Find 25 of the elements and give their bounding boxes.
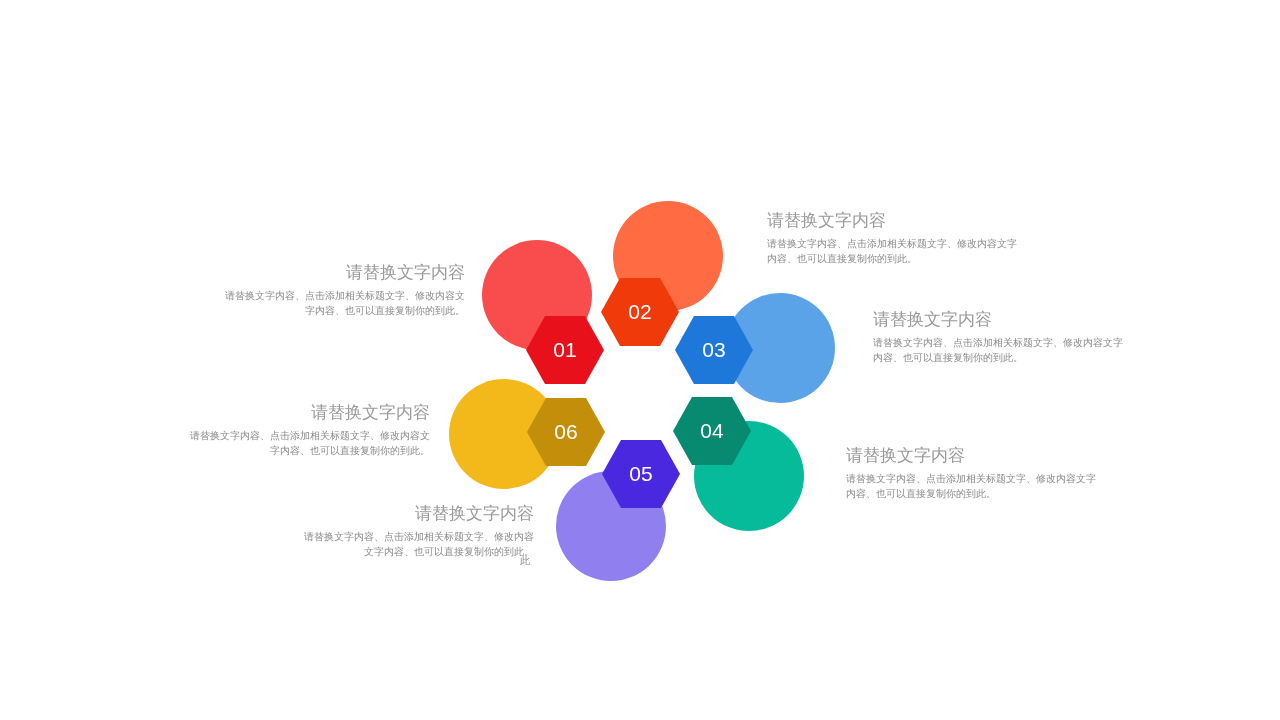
step-number: 01 <box>552 337 578 363</box>
item-heading: 请替换文字内容 <box>414 502 534 525</box>
item-description: 请替换文字内容、点击添加相关标题文字、修改内容文字内容、也可以直接复制你的到此。 <box>846 472 1096 501</box>
step-number: 05 <box>628 461 654 487</box>
hexagon-badge <box>526 316 604 384</box>
step-number: 06 <box>553 419 579 445</box>
item-heading: 请替换文字内容 <box>345 261 465 284</box>
step-number: 02 <box>627 299 653 325</box>
step-number: 03 <box>701 337 727 363</box>
hexagon-badge <box>675 316 753 384</box>
hexagon-badge <box>527 398 605 466</box>
item-heading: 请替换文字内容 <box>873 308 993 331</box>
item-heading: 请替换文字内容 <box>767 209 887 232</box>
item-description: 请替换文字内容、点击添加相关标题文字、修改内容文字内容、也可以直接复制你的到此。 <box>873 336 1123 365</box>
hexagon-badge <box>601 278 679 346</box>
item-description: 请替换文字内容、点击添加相关标题文字、修改内容文字内容、也可以直接复制你的到此。 <box>189 429 430 458</box>
item-heading: 请替换文字内容 <box>310 401 430 424</box>
item-description: 请替换文字内容、点击添加相关标题文字、修改内容文字内容、也可以直接复制你的到此。 <box>767 237 1017 266</box>
item-heading: 请替换文字内容 <box>846 444 966 467</box>
note-text: 此 <box>520 555 530 568</box>
step-number: 04 <box>699 418 725 444</box>
hexagon-badge <box>673 397 751 465</box>
hexagon-badge <box>602 440 680 508</box>
item-description: 请替换文字内容、点击添加相关标题文字、修改内容文字内容、也可以直接复制你的到此。 <box>224 289 465 318</box>
item-description: 请替换文字内容、点击添加相关标题文字、修改内容文字内容、也可以直接复制你的到此。 <box>303 530 534 557</box>
